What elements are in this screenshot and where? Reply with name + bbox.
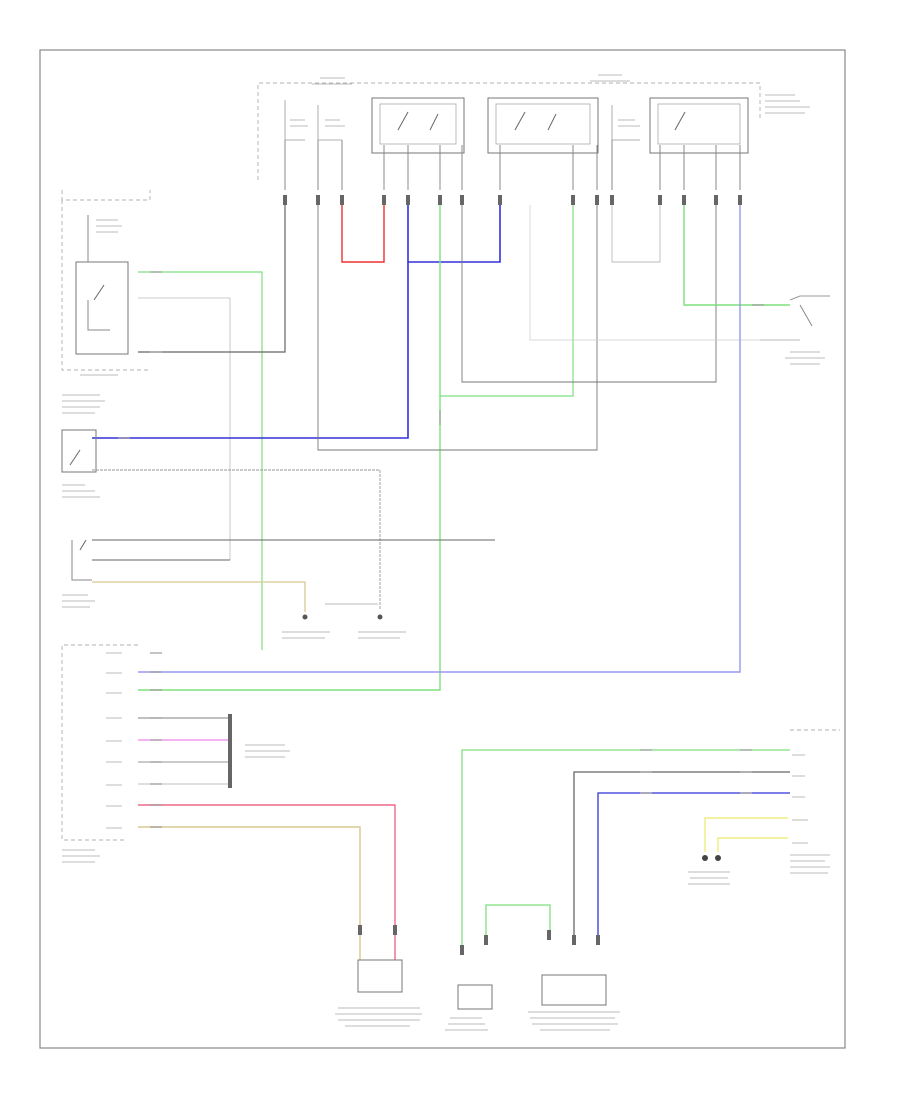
cooling-fan-motor [760,295,830,365]
ecm-module [61,644,138,863]
stop-light-switch [62,539,95,608]
wire-green-right [683,205,790,306]
relay-box-labels [312,74,810,114]
wire-gray-switch [92,469,381,610]
relay-1 [371,97,465,154]
main-relay-module [61,190,151,414]
relay-2 [487,97,599,154]
wire-lightblue-right [138,205,741,673]
main-relay-wires [138,205,286,650]
wire-label-ticks [118,271,764,828]
yellow-wires [704,817,788,852]
wire-green-relay2 [440,205,574,397]
wire-blue-top [407,205,501,263]
engine-room-relay-box [257,82,761,180]
fuse-2 [317,105,345,141]
wire-tan-ecm [138,826,361,960]
relay-box-stubs [284,140,741,190]
connector-row-top [283,195,742,205]
diagram-frame [39,49,846,1049]
fuse-3 [611,105,640,141]
switch-block [61,429,100,498]
ecm-pin-labels [106,652,122,829]
bottom-sensor-2 [445,935,493,1031]
yellow-connector [688,855,730,885]
fuse-1 [284,100,308,141]
bottom-sensor-3 [528,930,620,1031]
right-connector [790,729,840,874]
ground-points [282,603,406,639]
wire-red-top [341,205,385,263]
gray-loops [317,205,800,451]
wire-blue-left [92,262,409,439]
bottom-sensor-1 [335,925,422,1027]
ecm-short-wires [138,717,230,785]
relay-3 [649,97,749,154]
stop-light-wires [92,539,495,612]
wire-pink-ecm [138,804,396,960]
bottom-right-wires [461,749,790,945]
ecm-connector-block [228,714,290,788]
wire-green-mid [138,205,441,691]
